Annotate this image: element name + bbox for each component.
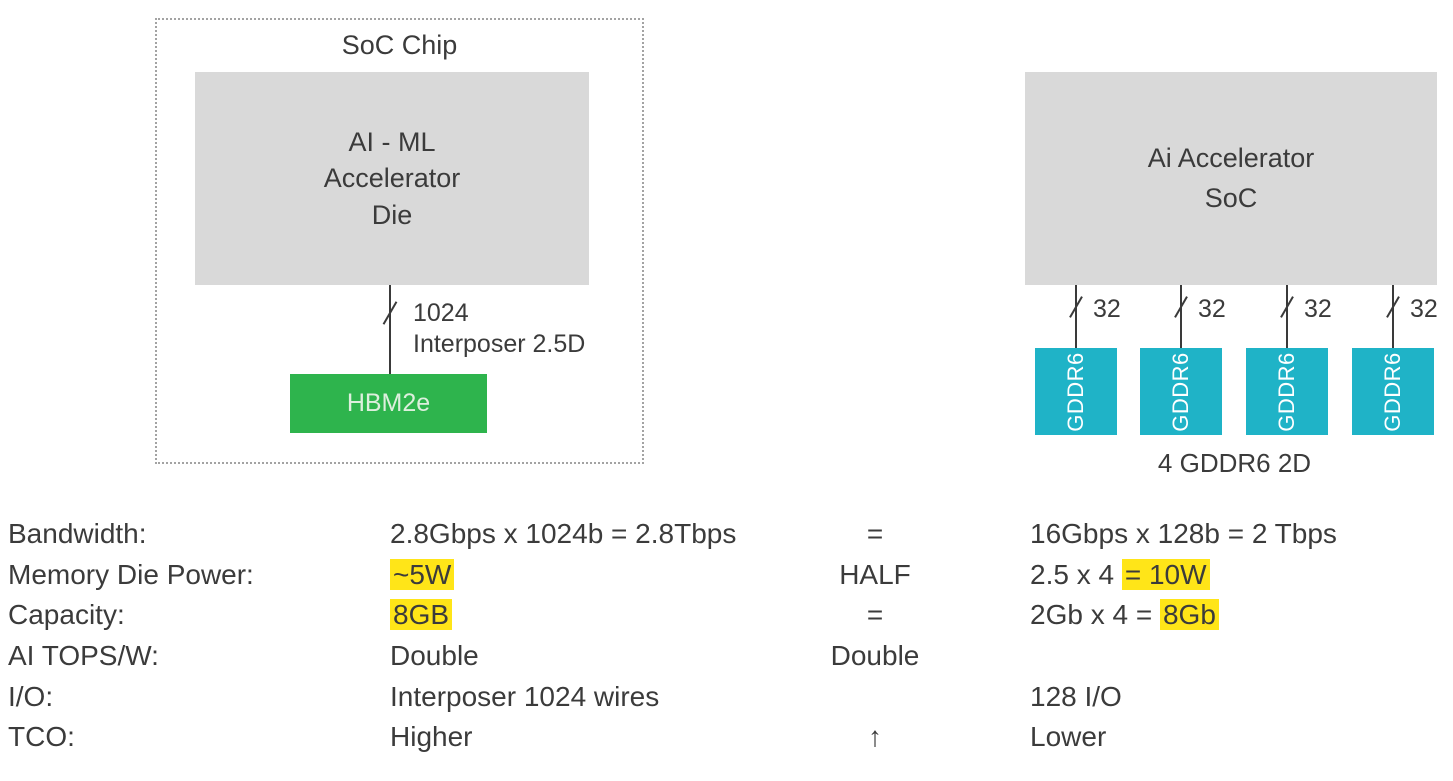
hbm-value: Double (390, 636, 479, 676)
gddr-value: 128 I/O (1030, 677, 1122, 717)
gddr-value: 2.5 x 4 = 10W (1030, 555, 1210, 595)
die-label-line: AI - ML (348, 126, 436, 157)
soc-label-line: SoC (1204, 182, 1258, 213)
hbm-value: ~5W (390, 555, 455, 595)
hbm-bus-wire (389, 285, 391, 375)
gddr6-chip: GDDR6 (1246, 348, 1328, 435)
bus-width-label: 32 (1198, 295, 1226, 323)
soc-label-line: Ai Accelerator (1147, 143, 1315, 174)
die-label-line: Accelerator (323, 163, 461, 194)
row-label: TCO: (8, 721, 75, 753)
gddr-value: Lower (1030, 717, 1106, 757)
text-segment: Lower (1030, 721, 1107, 753)
gddr6-label: GDDR6 (1379, 351, 1405, 432)
table-row: I/O: Interposer 1024 wires 128 I/O (0, 677, 1453, 718)
text-segment: Interposer 1024 wires (390, 680, 660, 712)
gddr6-chip: GDDR6 (1035, 348, 1117, 435)
highlight-mark: = 10W (1121, 558, 1210, 590)
hbm-value: Higher (390, 717, 472, 757)
comparison-indicator: Double (830, 640, 920, 672)
gddr-caption: 4 GDDR6 2D (1157, 448, 1312, 478)
row-label: Memory Die Power: (8, 558, 254, 590)
gddr6-label: GDDR6 (1273, 351, 1299, 432)
gddr6-chip: GDDR6 (1352, 348, 1434, 435)
memory-bus-wire (1180, 285, 1182, 348)
highlight-mark: 8GB (390, 599, 453, 631)
gddr6-chip: GDDR6 (1140, 348, 1222, 435)
memory-bus-wire (1286, 285, 1288, 348)
text-segment: Higher (390, 721, 473, 753)
soc-chip-boundary (155, 18, 644, 464)
comparison-indicator: = (866, 518, 884, 549)
comparison-indicator: ↑ (868, 721, 882, 753)
gddr6-label: GDDR6 (1167, 351, 1193, 432)
memory-bus-wire (1075, 285, 1077, 348)
table-row: Memory Die Power: ~5W HALF 2.5 x 4 = 10W (0, 555, 1453, 596)
bus-width-label: 1024 (413, 299, 469, 327)
comparison-indicator: = (866, 599, 884, 631)
text-segment: Double (390, 640, 479, 672)
hbm2e-chip: HBM2e (290, 374, 487, 433)
bus-width-label: 32 (1304, 295, 1332, 323)
gddr-value: 16Gbps x 128b = 2 Tbps (1030, 514, 1337, 554)
table-row: TCO: Higher ↑ Lower (0, 717, 1453, 758)
ai-accelerator-soc-box: Ai Accelerator SoC (1025, 72, 1437, 285)
comparison-indicator: HALF (839, 558, 911, 590)
hbm-value: Interposer 1024 wires (390, 677, 659, 717)
table-row: Capacity: 8GB = 2Gb x 4 = 8Gb (0, 595, 1453, 636)
hbm-value: 8GB (390, 595, 453, 635)
hbm-value: 2.8Gbps x 1024b = 2.8Tbps (390, 514, 736, 554)
highlight-mark: ~5W (390, 558, 455, 590)
table-row: AI TOPS/W: Double Double (0, 636, 1453, 677)
row-label: Bandwidth: (8, 518, 147, 549)
row-label: I/O: (8, 680, 54, 712)
text-segment: 2.5 x 4 (1030, 558, 1122, 590)
interposer-label: Interposer 2.5D (413, 330, 586, 358)
table-row: Bandwidth: 2.8Gbps x 1024b = 2.8Tbps = 16Gb… (0, 514, 1453, 555)
text-segment: 16Gbps x 128b = 2 Tbps (1030, 518, 1337, 549)
bus-width-label: 32 (1410, 295, 1438, 323)
soc-chip-label: SoC Chip (341, 30, 458, 60)
die-label-line: Die (371, 199, 413, 230)
comparison-table: Bandwidth: 2.8Gbps x 1024b = 2.8Tbps = 16Gb… (0, 514, 1453, 758)
text-segment: 2.8Gbps x 1024b = 2.8Tbps (390, 518, 737, 549)
gddr6-label: GDDR6 (1062, 351, 1088, 432)
hbm2e-label: HBM2e (346, 389, 431, 417)
bus-width-label: 32 (1093, 295, 1121, 323)
highlight-mark: 8Gb (1159, 599, 1219, 631)
ai-ml-accelerator-die-box: AI - ML Accelerator Die (195, 72, 589, 285)
gddr-value: 2Gb x 4 = 8Gb (1030, 595, 1219, 635)
row-label: AI TOPS/W: (8, 640, 159, 672)
row-label: Capacity: (8, 599, 125, 631)
text-segment: 2Gb x 4 = (1030, 599, 1160, 631)
memory-bus-wire (1392, 285, 1394, 348)
text-segment: 128 I/O (1030, 680, 1122, 712)
